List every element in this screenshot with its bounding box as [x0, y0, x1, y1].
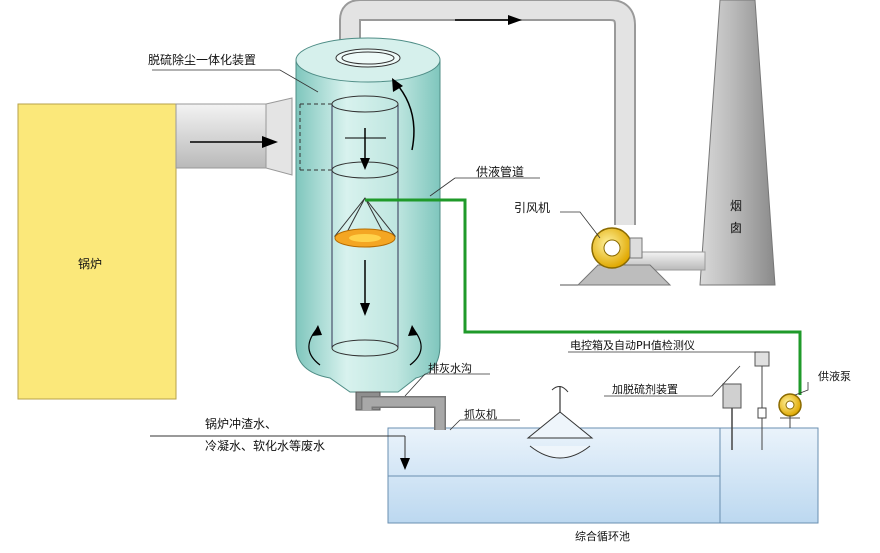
scrubber-tower [295, 37, 441, 411]
label-chimney-1: 烟 [730, 199, 742, 213]
boiler [17, 103, 177, 400]
supply-pump [778, 393, 802, 428]
induced-draft-fan [560, 227, 672, 286]
label-supply-pipe: 供液管道 [476, 164, 524, 179]
exhaust-duct [339, 0, 636, 225]
dosing-device [722, 383, 742, 450]
label-circulation-pool: 综合循环池 [575, 529, 630, 543]
flow-arrow-top-duct [455, 15, 522, 25]
chimney [699, 0, 776, 286]
spray-nozzle [333, 197, 397, 248]
scrubber-flow-arrows [308, 78, 422, 366]
label-control-box: 电控箱及自动PH值检测仪 [570, 338, 695, 352]
label-ash-trench: 排灰水沟 [428, 361, 472, 375]
ash-trench-pipe [361, 396, 446, 430]
leader-lines [152, 69, 809, 431]
label-boiler: 锅炉 [78, 256, 102, 271]
supply-liquid-pipe [365, 198, 802, 395]
label-ash-scraper: 抓灰机 [464, 407, 497, 421]
label-chimney-2: 囱 [730, 221, 742, 235]
ph-control-box [754, 351, 770, 450]
label-desulfurizer-dosing: 加脱硫剂装置 [612, 382, 678, 396]
circulation-pool [150, 427, 819, 524]
label-integrated-unit: 脱硫除尘一体化装置 [148, 52, 256, 67]
label-wastewater-line2: 冷凝水、软化水等废水 [205, 438, 325, 453]
ash-scraper [526, 386, 594, 459]
label-supply-pump: 供液泵 [818, 369, 851, 383]
inlet-duct [175, 97, 293, 176]
label-wastewater-line1: 锅炉冲渣水、 [205, 416, 277, 431]
label-induced-fan: 引风机 [514, 201, 550, 215]
